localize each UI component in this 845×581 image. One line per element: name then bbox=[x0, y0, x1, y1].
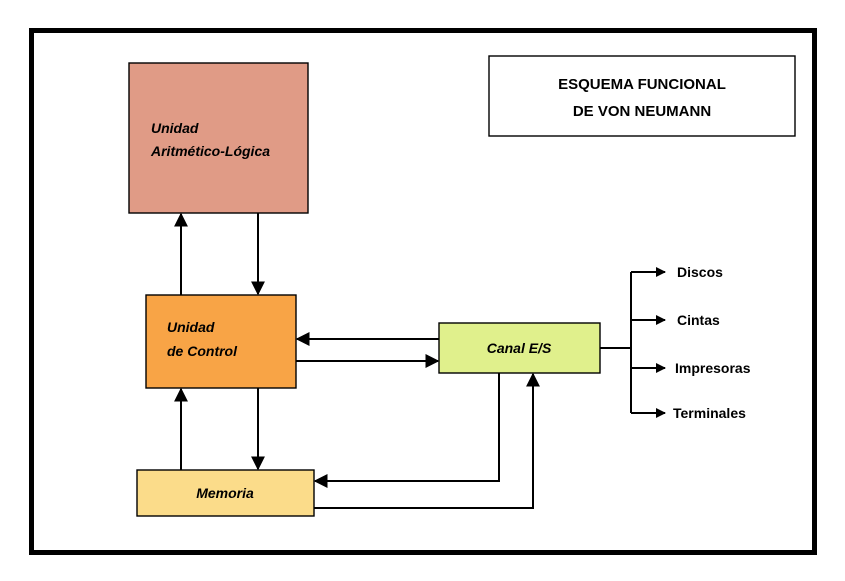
control-label-line-1: Unidad bbox=[167, 319, 215, 335]
title-box: ESQUEMA FUNCIONAL DE VON NEUMANN bbox=[488, 55, 796, 137]
arrow-memory-to-io bbox=[314, 372, 540, 509]
memory-label: Memoria bbox=[196, 485, 254, 501]
io-channel-rect bbox=[438, 322, 601, 374]
control-unit-box: Unidad de Control bbox=[145, 294, 297, 389]
alu-label-line-1: Unidad bbox=[151, 120, 199, 136]
io-channel-label: Canal E/S bbox=[487, 340, 552, 356]
device-label-terminales: Terminales bbox=[673, 405, 746, 421]
control-unit-rect bbox=[145, 294, 297, 389]
memory-box: Memoria bbox=[136, 469, 315, 517]
title-line-1: ESQUEMA FUNCIONAL bbox=[558, 76, 726, 93]
alu-rect bbox=[128, 62, 309, 214]
memory-rect bbox=[136, 469, 315, 517]
device-label-discos: Discos bbox=[677, 264, 723, 280]
alu-box: Unidad Aritmético-Lógica bbox=[128, 62, 309, 214]
alu-label-line-2: Aritmético-Lógica bbox=[150, 143, 270, 159]
io-channel-box: Canal E/S bbox=[438, 322, 601, 374]
device-label-impresoras: Impresoras bbox=[675, 360, 751, 376]
control-label-line-2: de Control bbox=[167, 343, 238, 359]
device-label-cintas: Cintas bbox=[677, 312, 720, 328]
arrow-io-to-memory bbox=[313, 373, 500, 488]
title-line-2: DE VON NEUMANN bbox=[573, 103, 711, 120]
diagram-frame bbox=[29, 28, 817, 555]
